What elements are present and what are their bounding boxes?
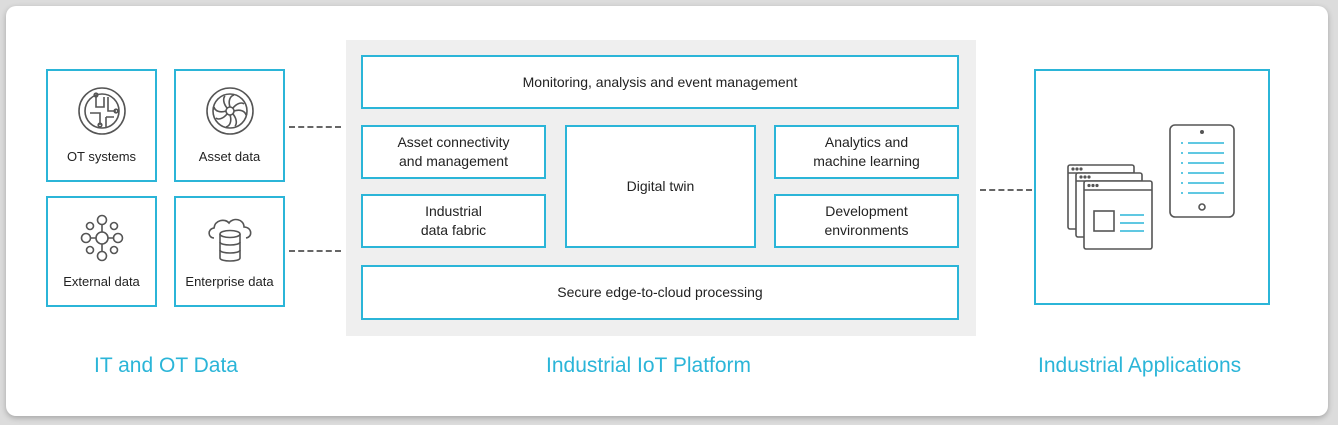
box-analytics: Analytics and machine learning	[774, 125, 959, 179]
tile-label: OT systems	[66, 149, 137, 164]
box-dev-environments: Development environments	[774, 194, 959, 248]
connector-top-left	[289, 126, 341, 128]
network-nodes-icon	[76, 212, 128, 264]
tile-external-data: External data	[46, 196, 157, 307]
box-digital-twin: Digital twin	[565, 125, 756, 248]
tile-label: Enterprise data	[185, 274, 274, 289]
connector-right	[980, 189, 1032, 191]
connector-bottom-left	[289, 250, 341, 252]
applications-panel	[1034, 69, 1270, 305]
box-data-fabric: Industrial data fabric	[361, 194, 546, 248]
tile-enterprise-data: Enterprise data	[174, 196, 285, 307]
cloud-database-icon	[204, 212, 256, 264]
section-title-platform: Industrial IoT Platform	[546, 354, 752, 377]
app-windows-tablet-icon	[1064, 123, 1240, 253]
tile-asset-data: Asset data	[174, 69, 285, 182]
section-title-applications: Industrial Applications	[1038, 354, 1242, 377]
box-monitoring: Monitoring, analysis and event managemen…	[361, 55, 959, 109]
box-asset-connectivity: Asset connectivity and management	[361, 125, 546, 179]
tile-label: Asset data	[198, 149, 261, 164]
circuit-icon	[76, 85, 128, 137]
box-edge-cloud: Secure edge-to-cloud processing	[361, 265, 959, 320]
tile-ot-systems: OT systems	[46, 69, 157, 182]
tile-label: External data	[63, 274, 140, 289]
section-title-sources: IT and OT Data	[94, 354, 238, 377]
turbine-icon	[204, 85, 256, 137]
